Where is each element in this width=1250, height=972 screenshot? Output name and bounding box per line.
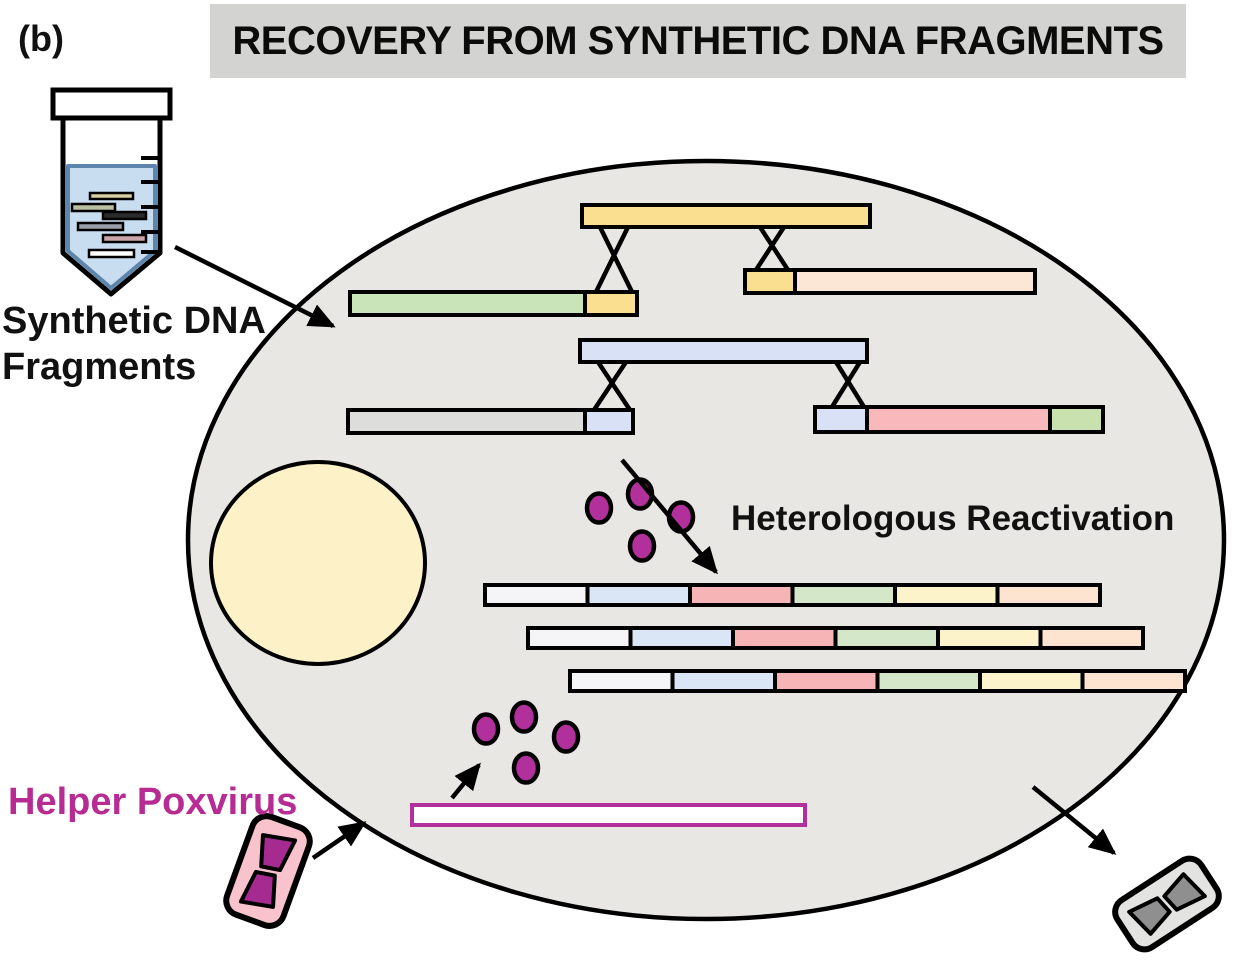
synthetic-dna-line2: Fragments: [2, 346, 197, 389]
dna-segment: [348, 290, 587, 317]
dna-segment: [893, 583, 1000, 607]
dna-segment: [483, 583, 590, 607]
assembled-genome-1: [483, 583, 1102, 607]
dna-segment: [936, 626, 1043, 650]
dna-segment: [526, 626, 633, 650]
recombination-cross-line: [593, 226, 631, 293]
synthetic-dna-label: Synthetic DNA Fragments: [2, 298, 266, 391]
fragment-bar-gray-blue: [346, 408, 635, 435]
fragment-bar-blue-pink-green: [813, 405, 1105, 434]
template-bar-yellow: [580, 203, 872, 229]
flow-arrow: [311, 821, 367, 860]
title-banner: RECOVERY FROM SYNTHETIC DNA FRAGMENTS: [210, 4, 1186, 78]
dna-segment: [583, 408, 635, 435]
dna-segment: [790, 583, 897, 607]
dna-segment: [580, 203, 872, 229]
title-text: RECOVERY FROM SYNTHETIC DNA FRAGMENTS: [232, 18, 1164, 63]
assembled-genome-3: [568, 669, 1187, 693]
heterologous-reactivation-label: Heterologous Reactivation: [731, 499, 1175, 538]
dna-segment: [628, 626, 735, 650]
helper-poxvirus-icon: [223, 813, 313, 929]
dna-segment: [670, 669, 777, 693]
poxvirus-virion: [551, 720, 581, 754]
generated-diagram-content: [173, 158, 1227, 922]
tube-dna-fragment: [76, 221, 125, 232]
dna-segment: [773, 669, 880, 693]
dna-segment: [731, 626, 838, 650]
dna-segment: [346, 408, 587, 435]
template-bar-blue: [578, 338, 869, 364]
synthetic-dna-line1: Synthetic DNA: [2, 300, 266, 342]
recombination-cross-line: [830, 360, 862, 409]
dna-segment: [583, 290, 639, 317]
dna-segment: [578, 338, 869, 364]
dna-segment: [568, 669, 675, 693]
cell-membrane: [185, 158, 1227, 922]
tube-dna-fragment: [101, 210, 148, 221]
dna-segment: [875, 669, 982, 693]
dna-segment: [688, 583, 795, 607]
poxvirus-virion: [471, 712, 501, 746]
tube-cap: [50, 87, 173, 121]
assembled-genome-2: [526, 626, 1145, 650]
dna-segment: [793, 268, 1037, 295]
dna-segment: [813, 405, 869, 434]
recombination-cross-line: [597, 226, 635, 293]
flow-arrow: [620, 458, 718, 575]
panel-label: (b): [18, 18, 64, 59]
recombination-cross-line: [596, 360, 632, 412]
tube-dna-fragment: [87, 248, 136, 259]
recombination-cross-line: [592, 360, 628, 412]
poxvirus-virion: [627, 529, 657, 563]
poxvirus-virion: [584, 491, 614, 525]
recombination-cross-line: [758, 225, 790, 272]
helper-genome-bar: [410, 803, 807, 827]
tube-dna-fragment: [88, 191, 135, 201]
recovered-poxvirus-icon: [1112, 855, 1222, 953]
dna-segment: [865, 405, 1052, 434]
dna-segment: [1048, 405, 1105, 434]
dna-segment: [585, 583, 692, 607]
dna-segment: [978, 669, 1085, 693]
flow-arrow: [450, 762, 481, 800]
dna-segment: [1080, 669, 1187, 693]
tube-dna-fragment: [101, 233, 148, 244]
dna-segment: [995, 583, 1102, 607]
flow-arrow: [1031, 785, 1117, 855]
fragment-bar-green-yellow: [348, 290, 639, 317]
flow-arrow: [173, 244, 336, 329]
fragment-bar-yellow-peach: [743, 268, 1037, 295]
tube-dna-fragment: [70, 202, 117, 213]
test-tube-icon: [50, 87, 173, 297]
poxvirus-virion: [509, 700, 539, 734]
poxvirus-virion: [511, 751, 541, 785]
dna-segment: [1038, 626, 1145, 650]
nucleus: [209, 460, 427, 666]
recombination-cross-line: [834, 360, 866, 409]
dna-segment: [743, 268, 797, 295]
helper-poxvirus-label: Helper Poxvirus: [8, 781, 298, 823]
static-pictograms: [50, 87, 1222, 953]
recombination-cross-line: [754, 225, 786, 272]
dna-segment: [833, 626, 940, 650]
